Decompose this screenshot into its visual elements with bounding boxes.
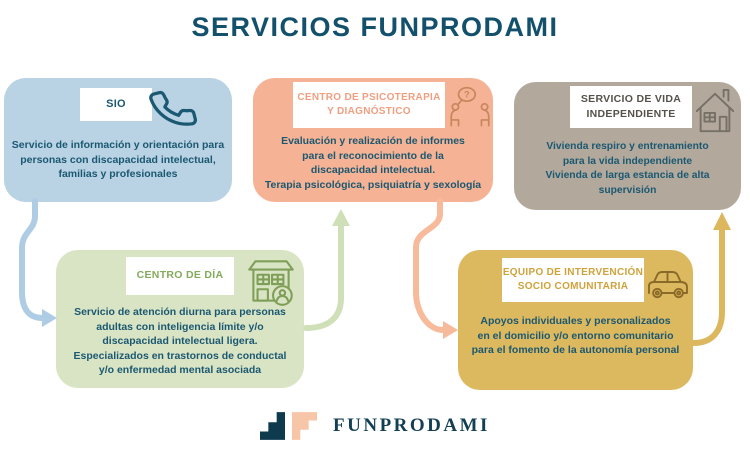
arrow-centro-de-dia-to-psicoterapia — [303, 209, 350, 331]
therapy-icon: ? — [445, 83, 495, 140]
svg-text:?: ? — [464, 90, 470, 100]
service-card-equipo-intervencion-description: Apoyos individuales y personalizados en … — [471, 315, 680, 356]
service-card-vida-independiente-title: SERVICIO DE VIDA INDEPENDIENTE — [570, 86, 692, 128]
arrow-psicoterapia-to-equipo — [413, 198, 458, 339]
arrow-sio-to-centro-de-dia — [19, 198, 57, 327]
service-card-centro-de-dia: CENTRO DE DÍA Servicio de atención diurn… — [56, 250, 304, 388]
service-card-psicoterapia: CENTRO DE PSICOTERAPIA Y DIAGNÓSTICO ? E… — [253, 78, 493, 202]
brand-wordmark: FUNPRODAMI — [333, 415, 490, 436]
footer-logo: FUNPRODAMI — [0, 406, 750, 446]
service-card-sio-title: SIO — [80, 88, 152, 121]
logo-steps-dark — [260, 412, 286, 440]
service-card-centro-de-dia-description: Servicio de atención diurna para persona… — [73, 306, 287, 376]
service-card-sio: SIO Servicio de información y orientació… — [4, 78, 232, 202]
service-card-sio-description: Servicio de información y orientación pa… — [11, 139, 225, 180]
service-card-equipo-intervencion-title: EQUIPO DE INTERVENCIÓN SOCIO COMUNITARIA — [502, 258, 644, 302]
phone-icon — [149, 86, 197, 137]
logo-steps-salmon — [292, 412, 318, 440]
service-card-psicoterapia-description: Evaluación y realización de informes par… — [264, 135, 482, 191]
service-card-centro-de-dia-title: CENTRO DE DÍA — [126, 257, 234, 295]
service-card-vida-independiente-description: Vivienda respiro y entrenamiento para la… — [545, 141, 710, 196]
house-icon — [692, 84, 738, 145]
funprodami-logo-icon — [260, 412, 318, 440]
car-icon — [644, 264, 692, 309]
page-title: SERVICIOS FUNPRODAMI — [191, 12, 559, 42]
service-card-vida-independiente: SERVICIO DE VIDA INDEPENDIENTE Vivienda … — [514, 82, 741, 210]
arrow-equipo-to-vida-independiente — [691, 212, 731, 346]
day-center-icon — [242, 253, 300, 316]
service-card-psicoterapia-title: CENTRO DE PSICOTERAPIA Y DIAGNÓSTICO — [293, 82, 445, 128]
service-card-equipo-intervencion: EQUIPO DE INTERVENCIÓN SOCIO COMUNITARIA… — [458, 250, 693, 390]
